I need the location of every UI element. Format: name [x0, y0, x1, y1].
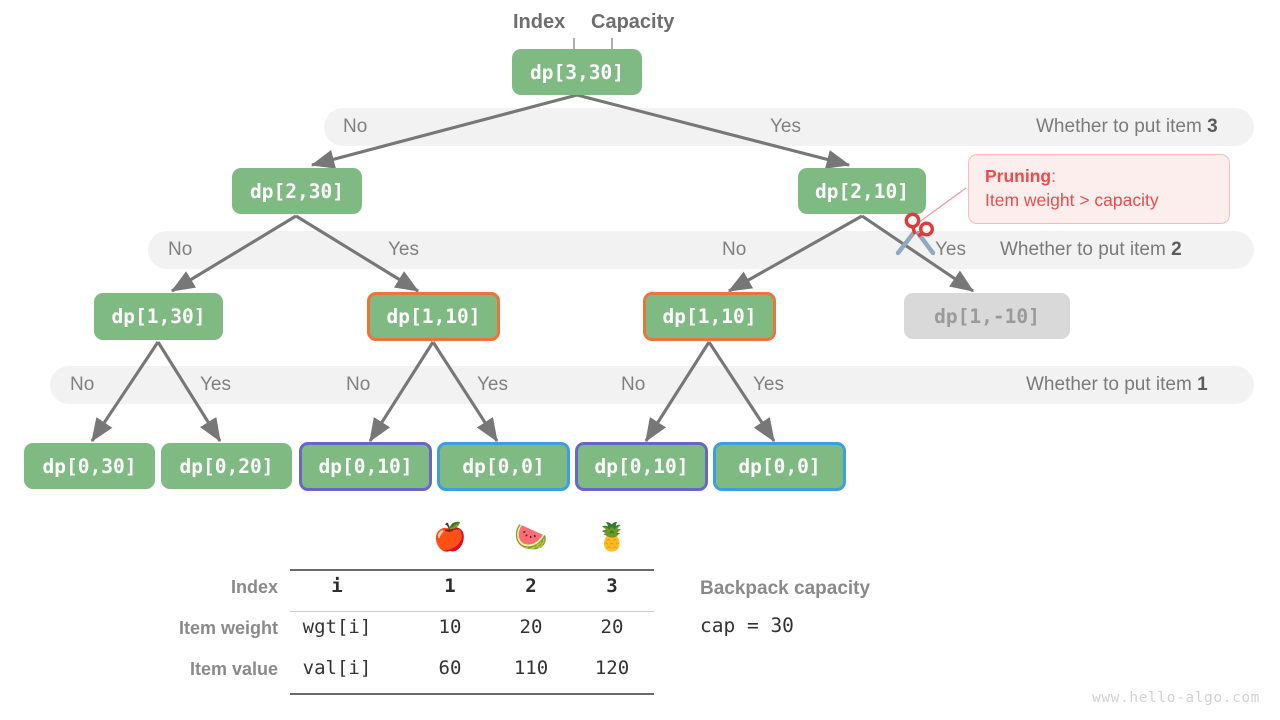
backpack-capacity-value: cap = 30: [700, 614, 794, 637]
node-dp-0-10-left[interactable]: dp[0,10]: [299, 442, 432, 491]
cell-index-key: i: [331, 575, 343, 597]
cell-value-3: 120: [594, 657, 630, 679]
pineapple-emoji: 🍍: [595, 522, 629, 552]
node-dp-3-30[interactable]: dp[3,30]: [512, 49, 642, 95]
band2-no-label-right: No: [722, 239, 747, 260]
band2-item-number: 2: [1171, 239, 1182, 260]
band2-yes-label-right: Yes: [935, 239, 966, 260]
table-rule-bottom: [290, 693, 654, 695]
backpack-capacity-title: Backpack capacity: [700, 578, 871, 599]
watermark: www.hello-algo.com: [1092, 690, 1260, 706]
node-dp-2-10[interactable]: dp[2,10]: [798, 168, 926, 214]
row-label-item-value: Item value: [189, 659, 278, 679]
cell-weight-3: 20: [600, 616, 624, 638]
cell-index-2: 2: [525, 575, 537, 597]
watermelon-emoji: 🍉: [514, 522, 548, 552]
cell-index-1: 1: [444, 575, 456, 597]
scissors-icon: [895, 212, 936, 256]
pruning-reason: Item weight > capacity: [985, 190, 1159, 210]
pruning-title: Pruning: [985, 166, 1052, 186]
band1-question-label: Whether to put item 3: [1036, 108, 1218, 146]
pruning-title-line: Pruning:: [985, 164, 1215, 188]
band1-question-text: Whether to put item: [1036, 116, 1208, 137]
node-dp-0-10-right[interactable]: dp[0,10]: [575, 442, 708, 491]
table-rule-mid: [290, 611, 654, 613]
band3-no-label-1: No: [70, 374, 95, 395]
node-dp-0-20[interactable]: dp[0,20]: [161, 443, 292, 489]
node-dp-1-neg10-pruned[interactable]: dp[1,-10]: [904, 293, 1070, 339]
decision-band-item1: [50, 366, 1254, 404]
band2-yes-label-left: Yes: [388, 239, 419, 260]
pruning-callout: Pruning: Item weight > capacity: [968, 154, 1230, 224]
node-dp-0-0-left[interactable]: dp[0,0]: [437, 442, 570, 491]
index-annotation-label: Index: [513, 11, 566, 33]
band3-question-text: Whether to put item: [1026, 374, 1198, 395]
apple-emoji: 🍎: [433, 522, 467, 552]
band1-no-label: No: [343, 116, 368, 137]
band3-yes-label-1: Yes: [200, 374, 231, 395]
band2-question-text: Whether to put item: [1000, 239, 1172, 260]
cell-index-3: 3: [606, 575, 618, 597]
pruning-colon: :: [1051, 166, 1056, 186]
band3-no-label-2: No: [346, 374, 371, 395]
cell-weight-2: 20: [519, 616, 543, 638]
cell-value-1: 60: [438, 657, 462, 679]
row-label-item-weight: Item weight: [178, 618, 278, 638]
node-dp-1-10-right[interactable]: dp[1,10]: [643, 292, 776, 341]
band2-question-label: Whether to put item 2: [1000, 231, 1182, 269]
band1-yes-label: Yes: [770, 116, 801, 137]
decision-band-item3: [324, 108, 1254, 146]
row-label-index: Index: [230, 577, 278, 597]
node-dp-2-30[interactable]: dp[2,30]: [232, 168, 362, 214]
node-dp-0-30[interactable]: dp[0,30]: [24, 443, 155, 489]
band3-item-number: 1: [1197, 374, 1208, 395]
cell-weight-key: wgt[i]: [302, 616, 372, 638]
node-dp-0-0-right[interactable]: dp[0,0]: [713, 442, 846, 491]
cell-value-2: 110: [513, 657, 549, 679]
item-table: 🍎 🍉 🍍 Index i 1 2 3 Item weight wgt[i] 1…: [160, 520, 680, 695]
cell-weight-1: 10: [438, 616, 462, 638]
capacity-annotation-label: Capacity: [591, 11, 675, 33]
band3-question-label: Whether to put item 1: [1026, 366, 1208, 404]
band3-no-label-3: No: [621, 374, 646, 395]
band3-yes-label-2: Yes: [477, 374, 508, 395]
table-rule-top: [290, 569, 654, 571]
node-dp-1-10-left[interactable]: dp[1,10]: [367, 292, 500, 341]
band2-no-label-left: No: [168, 239, 193, 260]
band1-item-number: 3: [1207, 116, 1218, 137]
cell-value-key: val[i]: [302, 657, 372, 679]
node-dp-1-30[interactable]: dp[1,30]: [94, 293, 223, 340]
band3-yes-label-3: Yes: [753, 374, 784, 395]
